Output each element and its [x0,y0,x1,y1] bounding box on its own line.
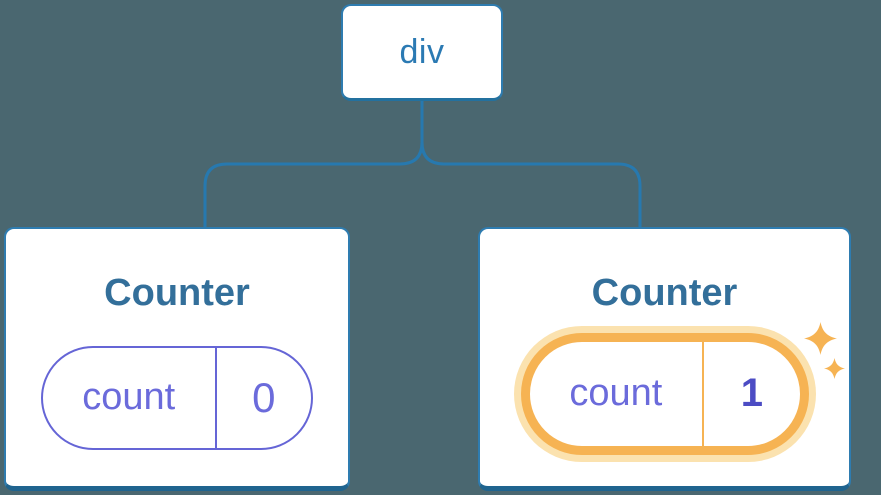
connector-left [203,99,424,230]
root-node-div: div [341,4,503,101]
counter-title: Counter [104,272,250,314]
sparkle-icon [804,322,837,355]
state-pill-highlighted: count 1 [520,332,809,455]
state-value-section: 1 [704,342,799,446]
state-key-section: count [43,347,217,448]
state-key-section: count [530,341,705,446]
counter-card-left: Counter count 0 [4,227,350,491]
state-value-section: 0 [217,348,311,448]
counter-title: Counter [591,272,738,314]
root-node-label: div [399,32,445,71]
state-key-label: count [82,376,176,419]
state-value: 0 [252,373,276,421]
connector-right [420,99,642,230]
counter-card-right: Counter count 1 [478,227,851,491]
sparkle-icon [824,358,845,379]
state-key-label: count [569,372,663,415]
state-value: 1 [740,371,764,416]
state-pill: count 0 [41,345,313,450]
